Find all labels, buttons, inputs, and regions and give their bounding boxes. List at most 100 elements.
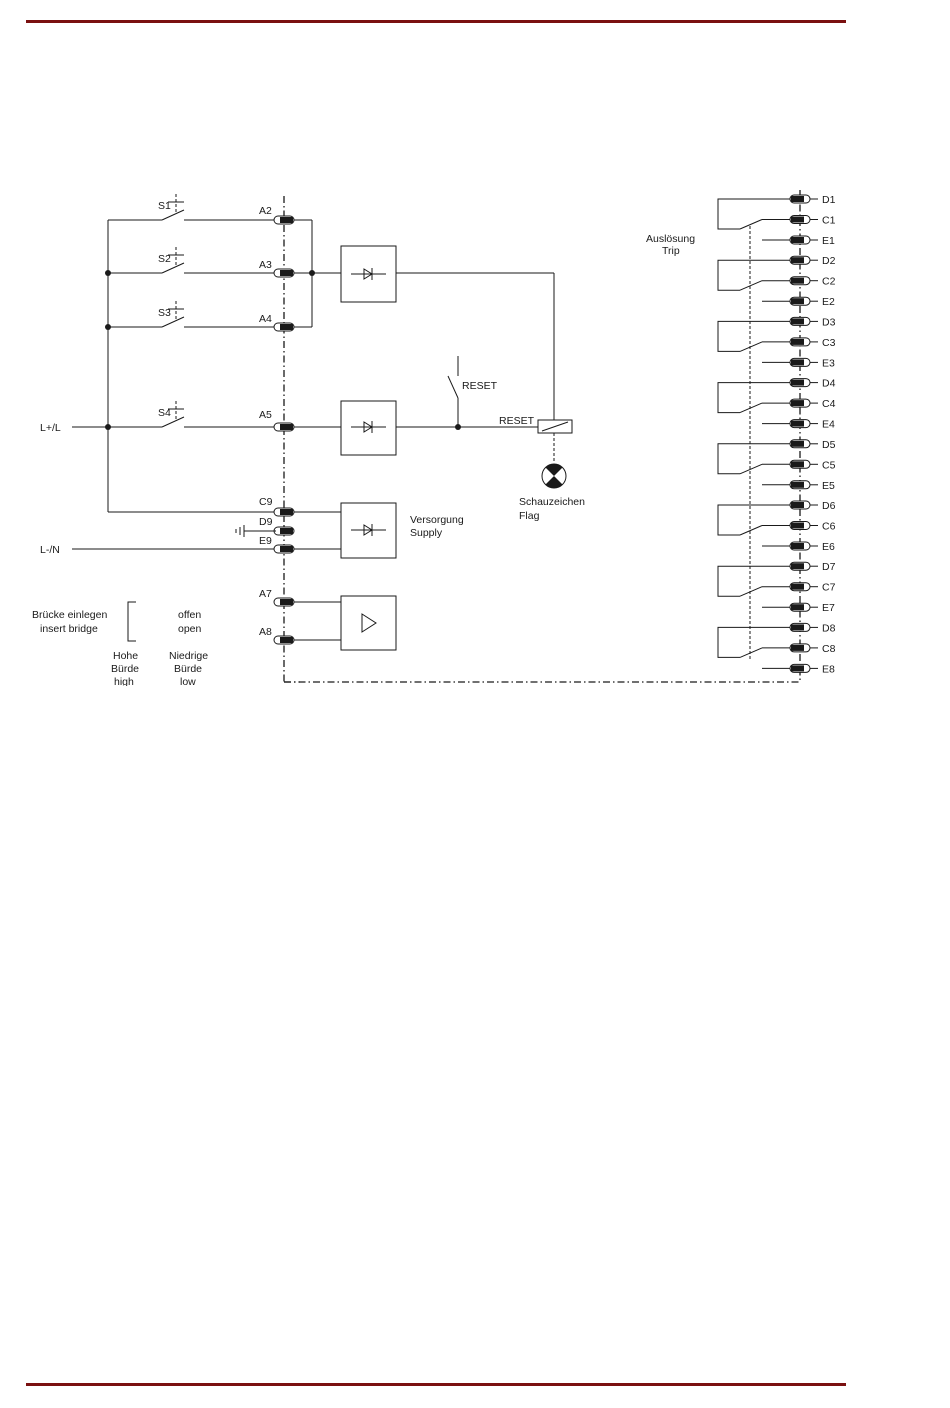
terminal-label: C8 [822, 643, 836, 655]
junction-dot [105, 270, 111, 276]
terminal-a4: A4 [259, 313, 294, 331]
terminal-e9: E9 [259, 535, 294, 553]
terminal-c2: C2 [790, 276, 836, 288]
terminal-e5: E5 [790, 480, 835, 492]
terminal-c8: C8 [790, 643, 836, 655]
terminal-label: E5 [822, 480, 835, 492]
terminal-label: C4 [822, 398, 836, 410]
reset-pushbutton: RESET [448, 356, 498, 427]
output-group-6: D6C6E6 [718, 500, 836, 553]
output-contacts: D1C1E1D2C2E2D3C3E3D4C4E4D5C5E5D6C6E6D7C7… [718, 194, 836, 675]
burden-legend: Brücke einlegen insert bridge offen open… [32, 602, 208, 688]
terminal-a3: A3 [259, 259, 294, 277]
junction-dot [105, 424, 111, 430]
flag-indicator-icon [542, 464, 566, 488]
svg-text:A8: A8 [259, 626, 272, 638]
terminal-e6: E6 [790, 541, 835, 553]
terminal-label: D6 [822, 500, 836, 512]
supply-label-en: Supply [410, 527, 443, 539]
terminal-d6: D6 [790, 500, 836, 512]
svg-text:S4: S4 [158, 407, 171, 419]
terminal-label: C1 [822, 215, 836, 227]
svg-text:Hohe: Hohe [113, 650, 138, 662]
terminal-d7: D7 [790, 561, 836, 573]
terminal-label: C6 [822, 521, 836, 533]
terminal-label: E3 [822, 357, 835, 369]
trip-label-en: Trip [662, 245, 680, 257]
svg-text:A5: A5 [259, 409, 272, 421]
amplifier-block [341, 596, 396, 650]
svg-text:insert bridge: insert bridge [40, 623, 98, 635]
terminal-label: D1 [822, 194, 836, 206]
terminal-label: E6 [822, 541, 835, 553]
terminal-label: C3 [822, 337, 836, 349]
terminal-label: D8 [822, 622, 836, 634]
terminal-label: D3 [822, 316, 836, 328]
terminal-e4: E4 [790, 419, 835, 431]
terminal-label: D7 [822, 561, 836, 573]
svg-text:S3: S3 [158, 307, 171, 319]
terminal-label: D4 [822, 378, 836, 390]
terminal-a8: A8 [259, 626, 294, 644]
svg-text:C9: C9 [259, 496, 273, 508]
diode-block-2 [341, 401, 396, 455]
terminal-label: C7 [822, 582, 836, 594]
reset-coil: RESET [499, 415, 572, 433]
diode-block-1 [341, 246, 396, 302]
terminal-c7: C7 [790, 582, 836, 594]
terminal-c6: C6 [790, 521, 836, 533]
svg-text:RESET: RESET [462, 380, 498, 392]
terminal-e1: E1 [790, 235, 835, 247]
line-negative-label: L-/N [40, 544, 60, 556]
terminal-label: E4 [822, 419, 835, 431]
terminal-d8: D8 [790, 622, 836, 634]
terminal-e8: E8 [790, 663, 835, 675]
svg-text:Bürde: Bürde [174, 663, 202, 675]
terminal-c3: C3 [790, 337, 836, 349]
svg-text:offen: offen [178, 609, 201, 621]
terminal-label: C2 [822, 276, 836, 288]
supply-block [341, 503, 396, 558]
terminal-label: D5 [822, 439, 836, 451]
terminal-e7: E7 [790, 602, 835, 614]
terminal-e2: E2 [790, 296, 835, 308]
junction-dot [309, 270, 315, 276]
svg-text:S1: S1 [158, 200, 171, 212]
terminal-label: E2 [822, 296, 835, 308]
junction-dot [105, 324, 111, 330]
terminal-a2: A2 [259, 205, 294, 224]
terminal-e3: E3 [790, 357, 835, 369]
svg-text:open: open [178, 623, 202, 635]
terminal-d9: D9 [259, 516, 294, 535]
terminal-d4: D4 [790, 378, 836, 390]
svg-text:Brücke einlegen: Brücke einlegen [32, 609, 107, 621]
terminal-c4: C4 [790, 398, 836, 410]
svg-text:D9: D9 [259, 516, 273, 528]
svg-text:RESET: RESET [499, 415, 535, 427]
svg-text:A3: A3 [259, 259, 272, 271]
svg-text:A7: A7 [259, 588, 272, 600]
svg-text:Niedrige: Niedrige [169, 650, 208, 662]
svg-text:E9: E9 [259, 535, 272, 547]
svg-text:A4: A4 [259, 313, 272, 325]
terminal-label: E7 [822, 602, 835, 614]
terminal-d3: D3 [790, 316, 836, 328]
line-positive-label: L+/L [40, 422, 61, 434]
trip-label-de: Auslösung [646, 233, 695, 245]
svg-text:S2: S2 [158, 253, 171, 265]
terminal-label: E1 [822, 235, 835, 247]
terminal-d2: D2 [790, 255, 836, 267]
svg-text:Bürde: Bürde [111, 663, 139, 675]
terminal-a5: A5 [259, 409, 294, 431]
terminal-c1: C1 [790, 215, 836, 227]
terminal-a7: A7 [259, 588, 294, 606]
supply-label-de: Versorgung [410, 514, 464, 526]
terminal-c9: C9 [259, 496, 294, 516]
terminal-label: C5 [822, 459, 836, 471]
